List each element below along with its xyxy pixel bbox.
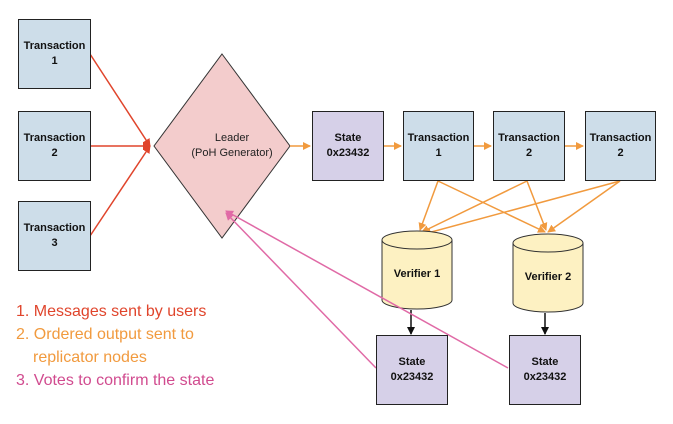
leader-label: Leader (PoH Generator) (182, 131, 282, 161)
arrow-tx1-verifier2 (437, 180, 546, 233)
verifier-2-cylinder (512, 233, 584, 313)
arrow-tx2-verifier2 (526, 180, 548, 231)
chain-transaction-3-number: 2 (617, 147, 624, 159)
transaction-2-number: 2 (51, 147, 58, 159)
chain-transaction-2-label: Transaction (498, 132, 560, 144)
transaction-3-label: Transaction (23, 222, 86, 234)
transaction-1-number: 1 (51, 55, 58, 67)
chain-transaction-box-2: Transaction 2 (493, 111, 565, 181)
state-verifier-1-hash: 0x23432 (390, 371, 434, 383)
legend-item-1: 1. Messages sent by users (16, 303, 207, 320)
vote-arrow-state1 (225, 212, 377, 369)
state-top-label: State (334, 132, 362, 144)
legend-item-2: 2. Ordered output sent to (16, 326, 194, 343)
state-box-verifier-2: State 0x23432 (509, 335, 581, 405)
chain-transaction-box-3: Transaction 2 (585, 111, 656, 181)
leader-title: Leader (214, 132, 250, 144)
transaction-box-1: Transaction 1 (18, 19, 91, 89)
chain-transaction-1-label: Transaction (407, 132, 470, 144)
arrow-tx3-verifier2 (547, 180, 621, 233)
state-verifier-1-label: State (398, 356, 426, 368)
arrow-tx2-verifier1 (421, 180, 528, 233)
transaction-3-number: 3 (51, 237, 58, 249)
verifier-1-label: Verifier 1 (393, 268, 441, 280)
arrow-tx1-verifier1 (418, 180, 439, 231)
verifier-1-cylinder (381, 230, 453, 310)
vote-arrow-state2 (225, 210, 509, 369)
transaction-2-label: Transaction (23, 132, 86, 144)
leader-subtitle: (PoH Generator) (191, 147, 273, 159)
legend: 1. Messages sent by users 2. Ordered out… (16, 300, 214, 392)
arrow-tx3-leader (89, 145, 151, 237)
transaction-box-2: Transaction 2 (18, 111, 91, 181)
chain-transaction-3-label: Transaction (589, 132, 652, 144)
state-box-verifier-1: State 0x23432 (376, 335, 448, 405)
verifier-2-label: Verifier 2 (524, 271, 572, 283)
state-verifier-2-label: State (531, 356, 559, 368)
chain-transaction-2-number: 2 (525, 147, 533, 159)
state-box-top: State 0x23432 (312, 111, 384, 181)
legend-item-3: 3. Votes to confirm the state (16, 372, 215, 389)
arrow-tx1-leader (89, 53, 151, 147)
legend-item-2-continued: replicator nodes (33, 349, 147, 366)
leader-diamond (153, 53, 291, 239)
state-verifier-2-hash: 0x23432 (523, 371, 567, 383)
arrow-tx3-verifier1 (423, 180, 621, 237)
transaction-box-3: Transaction 3 (18, 201, 91, 271)
chain-transaction-box-1: Transaction 1 (403, 111, 474, 181)
chain-transaction-1-number: 1 (435, 147, 442, 159)
state-top-hash: 0x23432 (326, 147, 370, 159)
transaction-1-label: Transaction (23, 40, 86, 52)
